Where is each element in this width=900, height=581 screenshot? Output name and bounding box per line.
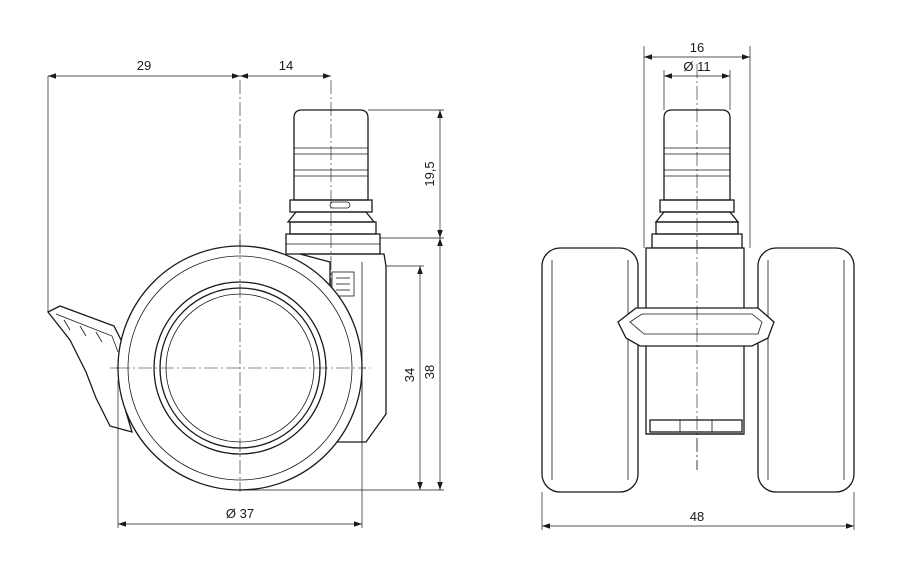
- dim-housing-width-label: 16: [690, 40, 704, 55]
- front-stem: [651, 109, 743, 249]
- dim-wheel-diameter-label: Ø 37: [226, 506, 254, 521]
- dim-stem-height-label: 19,5: [422, 161, 437, 186]
- dim-stem-offset-label: 14: [279, 58, 293, 73]
- side-brake-lever: [46, 305, 133, 433]
- dim-stem-diameter-label: Ø 11: [683, 59, 710, 74]
- dim-overall-height-label: 38: [422, 365, 437, 379]
- side-view: 29 14 19,5 34 38 Ø 37: [46, 58, 444, 528]
- side-stem: [285, 109, 381, 255]
- front-housing: [617, 247, 775, 435]
- dim-wheel-height-label: 34: [402, 368, 417, 382]
- front-left-wheel: [541, 247, 639, 493]
- dim-brake-offset-label: 29: [137, 58, 151, 73]
- dim-overall-width-label: 48: [690, 509, 704, 524]
- front-view: 16 Ø 11 48: [541, 40, 855, 530]
- front-right-wheel: [757, 247, 855, 493]
